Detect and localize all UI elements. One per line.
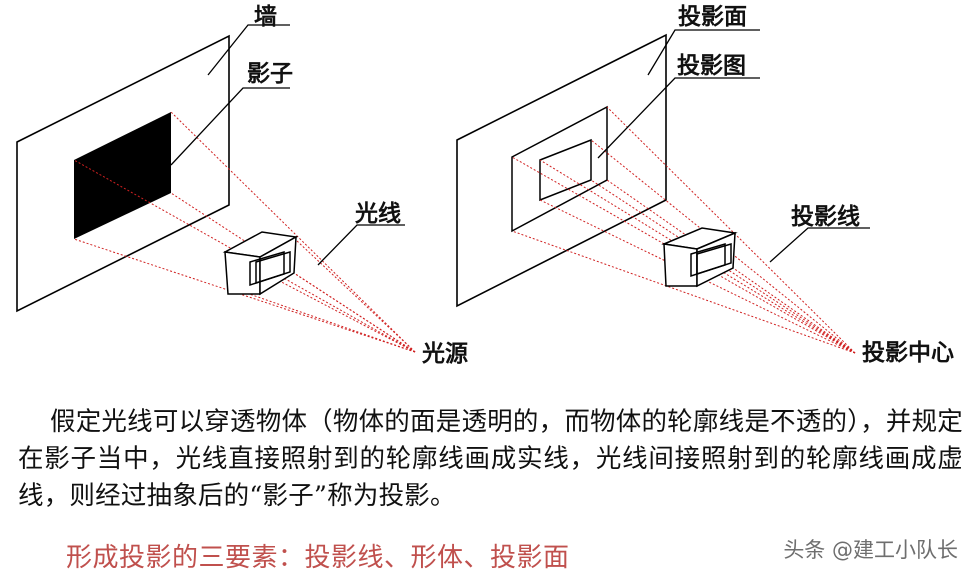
source-label: 光源: [421, 340, 468, 367]
projection-plane: [456, 33, 667, 308]
ray-label-right: 投影线: [791, 203, 860, 230]
object-box: [222, 231, 299, 296]
projection-diagram: 墙 影子 光线 光源: [16, 3, 954, 367]
wall-label: 墙: [254, 3, 277, 30]
left-figure: 墙 影子 光线 光源: [16, 3, 468, 367]
wall-plane: [16, 34, 230, 313]
right-leaders: [597, 29, 870, 263]
projection-inner: [539, 138, 592, 202]
explanation-paragraph: 假定光线可以穿透物体（物体的面是透明的，而物体的轮廓线是不透的），并规定在影子当…: [18, 407, 963, 511]
shadow-label: 影子: [247, 60, 293, 87]
projection-outer: [511, 105, 608, 233]
projected-object-box: [661, 227, 738, 288]
ray-label: 光线: [354, 200, 401, 227]
projection-label: 投影图: [677, 52, 746, 79]
projection-rays: [511, 106, 856, 354]
right-figure: 投影面 投影图 投影线 投影中心: [456, 3, 954, 366]
three-elements-line: 形成投影的三要素：投影线、形体、投影面: [66, 543, 570, 573]
left-leaders: [170, 24, 405, 266]
center-label: 投影中心: [862, 339, 954, 366]
plane-label: 投影面: [678, 3, 747, 30]
watermark: 头条 @建工小队长: [783, 538, 958, 562]
shadow-rectangle: [74, 112, 171, 239]
